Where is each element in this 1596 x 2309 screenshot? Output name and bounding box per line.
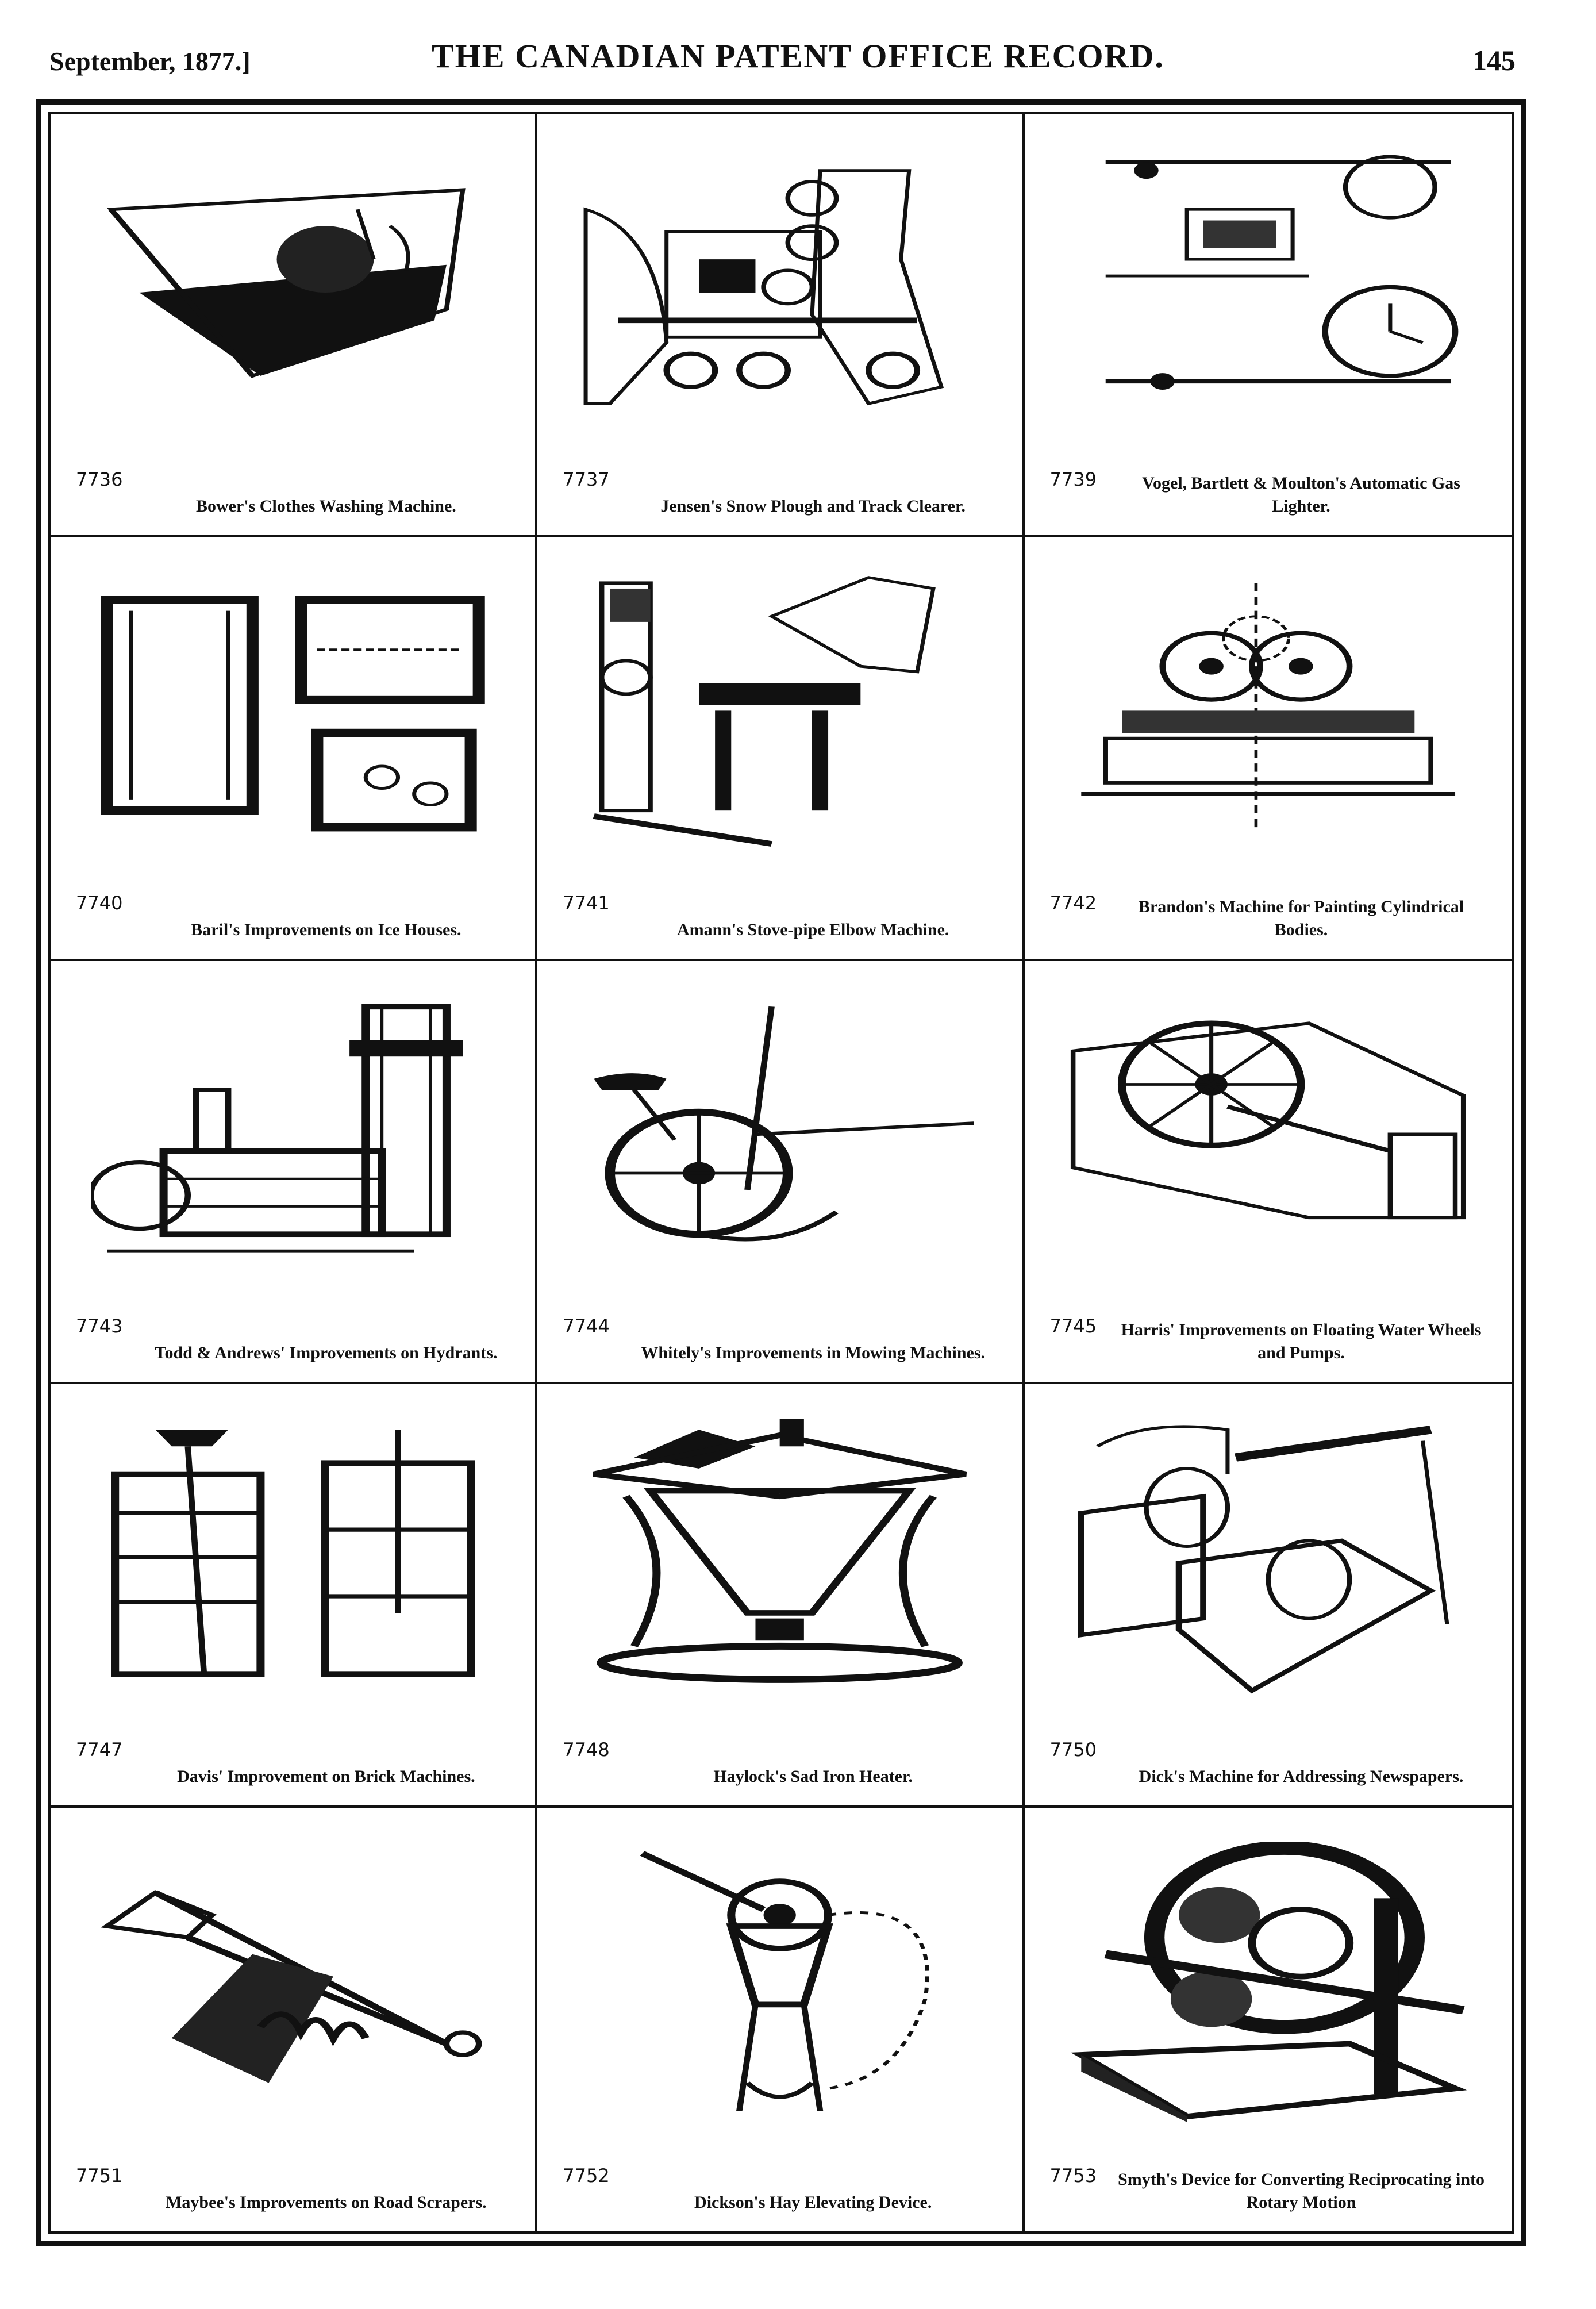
patent-caption: 7751 Maybee's Improvements on Road Scrap… bbox=[76, 2128, 512, 2214]
patent-cell: 7743 Todd & Andrews' Improvements on Hyd… bbox=[51, 961, 538, 1385]
patent-number: 7747 bbox=[76, 1739, 123, 1761]
patent-title: Todd & Andrews' Improvements on Hydrants… bbox=[155, 1343, 498, 1363]
water-wheel-drawing bbox=[1065, 996, 1471, 1273]
patent-title: Whitely's Improvements in Mowing Machine… bbox=[641, 1343, 986, 1363]
page-number: 145 bbox=[1472, 44, 1516, 76]
ice-house-drawing bbox=[91, 572, 495, 850]
patent-cell: 7751 Maybee's Improvements on Road Scrap… bbox=[51, 1808, 538, 2231]
patent-title: Davis' Improvement on Brick Machines. bbox=[177, 1767, 475, 1787]
patent-number: 7744 bbox=[563, 1315, 610, 1338]
patent-title: Haylock's Sad Iron Heater. bbox=[713, 1767, 913, 1787]
patent-caption: 7745 Harris' Improvements on Floating Wa… bbox=[1050, 1278, 1489, 1365]
iron-heater-drawing bbox=[578, 1419, 982, 1696]
patent-caption: 7744 Whitely's Improvements in Mowing Ma… bbox=[563, 1278, 999, 1365]
patent-caption: 7737 Jensen's Snow Plough and Track Clea… bbox=[563, 432, 999, 518]
patent-number: 7736 bbox=[76, 468, 123, 490]
issue-date: September, 1877.] bbox=[49, 47, 251, 76]
patent-number: 7752 bbox=[563, 2164, 610, 2187]
patent-number: 7740 bbox=[76, 892, 123, 914]
patent-title: Amann's Stove-pipe Elbow Machine. bbox=[677, 920, 949, 939]
patent-title: Jensen's Snow Plough and Track Clearer. bbox=[660, 496, 966, 516]
patent-number: 7742 bbox=[1049, 892, 1097, 914]
patent-caption: 7739 Vogel, Bartlett & Moulton's Automat… bbox=[1050, 432, 1489, 518]
mowing-machine-drawing bbox=[578, 996, 982, 1273]
patent-caption: 7741 Amann's Stove-pipe Elbow Machine. bbox=[563, 855, 999, 942]
patent-title: Brandon's Machine for Painting Cylindric… bbox=[1138, 897, 1464, 939]
patent-cell: 7742 Brandon's Machine for Painting Cyli… bbox=[1024, 537, 1512, 961]
rotary-motion-drawing bbox=[1065, 1842, 1471, 2122]
patent-number: 7737 bbox=[563, 468, 610, 490]
patent-cell: 7753 Smyth's Device for Converting Recip… bbox=[1025, 1808, 1512, 2231]
painting-machine-drawing bbox=[1065, 572, 1471, 850]
patent-number: 7751 bbox=[76, 2164, 123, 2187]
patent-caption: 7736 Bower's Clothes Washing Machine. bbox=[76, 432, 512, 518]
patent-number: 7739 bbox=[1049, 468, 1097, 490]
brick-machine-drawing bbox=[91, 1419, 495, 1696]
patent-grid: 7736 Bower's Clothes Washing Machine. bbox=[48, 112, 1514, 2234]
patent-title: Vogel, Bartlett & Moulton's Automatic Ga… bbox=[1142, 473, 1460, 516]
stovepipe-machine-drawing bbox=[578, 572, 982, 850]
patent-number: 7753 bbox=[1049, 2164, 1097, 2187]
patent-caption: 7742 Brandon's Machine for Painting Cyli… bbox=[1050, 855, 1489, 942]
gas-lighter-drawing bbox=[1065, 148, 1471, 426]
patent-caption: 7750 Dick's Machine for Addressing Newsp… bbox=[1050, 1702, 1489, 1788]
patent-title: Harris' Improvements on Floating Water W… bbox=[1121, 1320, 1482, 1363]
patent-cell: 7740 Baril's Improvements on Ice Houses. bbox=[51, 537, 538, 961]
patent-cell: 7744 Whitely's Improvements in Mowing Ma… bbox=[537, 961, 1025, 1385]
hydrant-drawing bbox=[91, 996, 495, 1273]
publication-title: THE CANADIAN PATENT OFFICE RECORD. bbox=[432, 37, 1164, 75]
road-scraper-drawing bbox=[91, 1842, 495, 2122]
patent-caption: 7752 Dickson's Hay Elevating Device. bbox=[563, 2128, 999, 2214]
patent-cell: 7748 Haylock's Sad Iron Heater. bbox=[537, 1384, 1025, 1808]
patent-number: 7741 bbox=[563, 892, 610, 914]
addressing-machine-drawing bbox=[1065, 1419, 1471, 1696]
plates-frame: 7736 Bower's Clothes Washing Machine. bbox=[36, 99, 1526, 2246]
patent-number: 7745 bbox=[1049, 1315, 1097, 1338]
patent-cell: 7741 Amann's Stove-pipe Elbow Machine. bbox=[537, 537, 1025, 961]
patent-title: Bower's Clothes Washing Machine. bbox=[195, 496, 456, 516]
patent-number: 7748 bbox=[563, 1739, 610, 1761]
hay-elevator-drawing bbox=[578, 1842, 982, 2122]
patent-title: Maybee's Improvements on Road Scrapers. bbox=[166, 2192, 487, 2212]
patent-cell: 7752 Dickson's Hay Elevating Device. bbox=[537, 1808, 1025, 2231]
washing-machine-drawing bbox=[91, 148, 495, 426]
patent-cell: 7747 Davis' Improvement on Brick Machine… bbox=[51, 1384, 538, 1808]
patent-cell: 7745 Harris' Improvements on Floating Wa… bbox=[1024, 961, 1512, 1385]
patent-cell: 7737 Jensen's Snow Plough and Track Clea… bbox=[537, 114, 1025, 537]
patent-title: Dick's Machine for Addressing Newspapers… bbox=[1139, 1767, 1464, 1787]
patent-caption: 7740 Baril's Improvements on Ice Houses. bbox=[76, 855, 512, 942]
patent-cell: 7750 Dick's Machine for Addressing Newsp… bbox=[1024, 1384, 1512, 1808]
patent-caption: 7748 Haylock's Sad Iron Heater. bbox=[563, 1702, 999, 1788]
patent-number: 7750 bbox=[1049, 1739, 1097, 1761]
page-header: September, 1877.] THE CANADIAN PATENT OF… bbox=[0, 0, 1596, 98]
patent-caption: 7747 Davis' Improvement on Brick Machine… bbox=[76, 1702, 512, 1788]
patent-title: Dickson's Hay Elevating Device. bbox=[694, 2192, 932, 2212]
patent-title: Smyth's Device for Converting Reciprocat… bbox=[1118, 2169, 1485, 2212]
snow-plough-drawing bbox=[578, 148, 982, 426]
patent-cell: 7736 Bower's Clothes Washing Machine. bbox=[51, 114, 538, 537]
patent-caption: 7743 Todd & Andrews' Improvements on Hyd… bbox=[76, 1278, 512, 1365]
patent-caption: 7753 Smyth's Device for Converting Recip… bbox=[1050, 2128, 1489, 2214]
patent-number: 7743 bbox=[76, 1315, 123, 1338]
patent-title: Baril's Improvements on Ice Houses. bbox=[191, 920, 462, 939]
patent-cell: 7739 Vogel, Bartlett & Moulton's Automat… bbox=[1024, 114, 1512, 537]
